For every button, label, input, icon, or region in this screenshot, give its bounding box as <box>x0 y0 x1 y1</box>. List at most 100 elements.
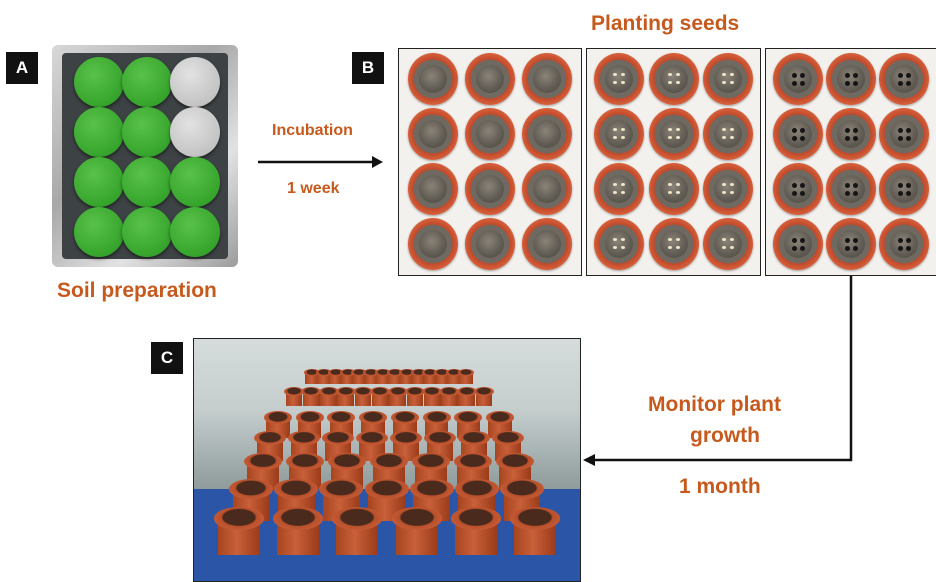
greenhouse-pot <box>322 431 354 446</box>
seed-pot <box>465 108 515 160</box>
greenhouse-pot <box>370 387 391 396</box>
planting-hole <box>898 191 904 196</box>
pot-soil <box>418 120 447 148</box>
soil-tray-photo <box>52 45 238 267</box>
panel-label-a: A <box>6 52 38 84</box>
incubation-arrow <box>258 156 383 168</box>
pot-soil <box>659 230 688 258</box>
planting-hole <box>898 246 904 251</box>
planting-hole <box>906 81 912 86</box>
planting-hole <box>898 81 904 86</box>
pot-soil <box>533 65 562 93</box>
seed-dot <box>729 128 734 131</box>
planting-hole <box>898 136 904 141</box>
planting-hole <box>906 191 912 196</box>
pot-soil <box>476 175 504 203</box>
seed-dot <box>621 246 626 249</box>
seed-pot <box>594 163 645 215</box>
planting-hole <box>853 238 858 243</box>
seed-dot <box>621 136 626 139</box>
seed-pot <box>772 108 823 160</box>
greenhouse-pot <box>450 507 501 530</box>
greenhouse-pot <box>410 369 427 377</box>
greenhouse-pot <box>422 411 451 424</box>
seed-pot <box>772 218 823 270</box>
planting-hole <box>898 183 904 188</box>
planting-hole <box>853 246 858 251</box>
seed-pot <box>407 163 458 215</box>
seed-dot <box>721 128 726 131</box>
planting-hole <box>845 81 850 86</box>
planting-hole <box>906 128 912 133</box>
greenhouse-pot <box>500 479 544 499</box>
pot-soil <box>713 230 742 258</box>
pot-soil <box>476 120 504 148</box>
seed-dot <box>675 246 680 249</box>
greenhouse-pot <box>454 479 499 499</box>
seed-dot <box>613 73 618 76</box>
seed-dot <box>729 246 734 249</box>
pot-soil <box>418 230 447 258</box>
pot-lid <box>122 107 172 157</box>
greenhouse-pot <box>474 387 494 396</box>
monitor-growth-duration: 1 month <box>679 475 761 498</box>
seed-dot <box>613 246 618 249</box>
greenhouse-pot <box>254 431 286 446</box>
greenhouse-pot <box>274 479 319 499</box>
planting-hole <box>906 183 912 188</box>
pot-soil <box>890 175 919 203</box>
seed-dot <box>721 246 726 249</box>
seed-dot <box>675 183 680 186</box>
incubation-duration: 1 week <box>287 180 340 197</box>
seed-dot <box>621 81 626 84</box>
pot-soil <box>605 230 634 258</box>
pot-soil <box>890 65 919 93</box>
planting-hole <box>898 73 904 78</box>
pot-soil <box>783 230 812 258</box>
planting-hole <box>853 73 858 78</box>
pot-soil <box>659 120 688 148</box>
seed-pot <box>522 108 573 160</box>
greenhouse-pot <box>390 431 422 446</box>
seed-dot <box>613 183 618 186</box>
pot-lid <box>122 157 172 207</box>
seed-pot <box>465 163 515 215</box>
pot-lid <box>170 107 220 157</box>
greenhouse-pot <box>391 507 442 530</box>
greenhouse-pot <box>356 431 388 446</box>
pot-soil <box>837 65 865 93</box>
greenhouse-pot <box>327 411 356 424</box>
seed-dot <box>667 238 672 241</box>
pot-soil <box>890 230 919 258</box>
seed-dot <box>613 128 618 131</box>
planting-hole <box>791 246 797 251</box>
greenhouse-pot <box>409 479 454 499</box>
planting-hole <box>791 128 797 133</box>
pot-lid <box>170 57 220 107</box>
seed-dot <box>613 238 618 241</box>
planting-hole <box>853 191 858 196</box>
seed-dot <box>729 73 734 76</box>
greenhouse-pot <box>386 369 403 377</box>
greenhouse-pot <box>439 387 460 396</box>
greenhouse-pot <box>412 453 450 471</box>
seed-dot <box>675 81 680 84</box>
pot-soil <box>713 65 742 93</box>
seed-pot <box>826 53 876 105</box>
pot-lid <box>74 57 124 107</box>
seed-pot <box>879 108 930 160</box>
seed-pot <box>879 218 930 270</box>
greenhouse-pot <box>301 387 322 396</box>
pot-soil <box>605 120 634 148</box>
greenhouse-pot <box>458 369 474 377</box>
seed-pot <box>594 218 645 270</box>
planting-hole <box>906 136 912 141</box>
seed-dot <box>675 238 680 241</box>
planting-hole <box>799 73 805 78</box>
seed-pot <box>407 218 458 270</box>
greenhouse-pot <box>398 369 415 377</box>
pot-lid <box>74 157 124 207</box>
planting-hole <box>799 81 805 86</box>
pot-lid <box>122 57 172 107</box>
planting-hole <box>791 136 797 141</box>
